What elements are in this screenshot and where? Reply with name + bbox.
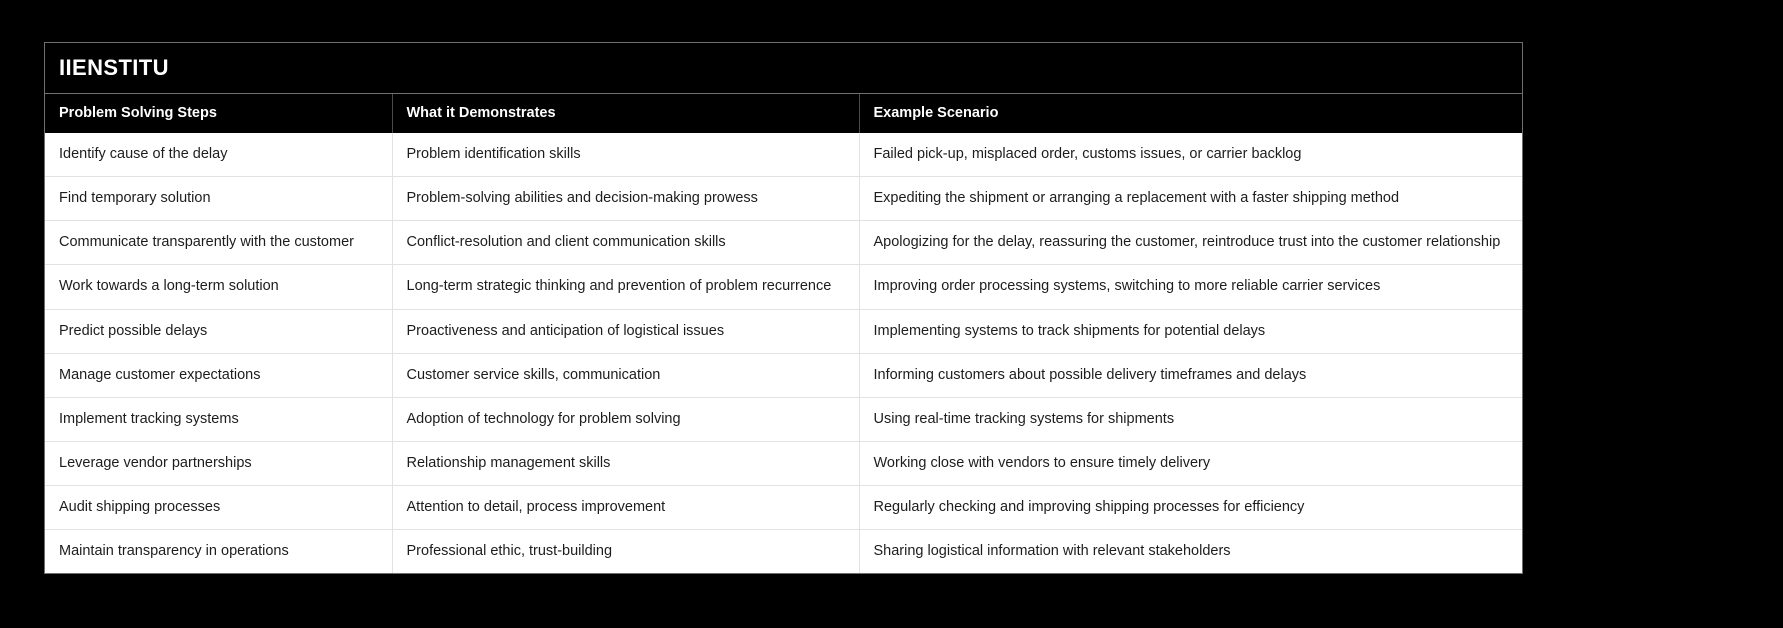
table-row: Work towards a long-term solution Long-t… bbox=[45, 264, 1522, 309]
table-body: Identify cause of the delay Problem iden… bbox=[45, 133, 1522, 574]
cell-step: Predict possible delays bbox=[45, 308, 393, 354]
cell-example: Apologizing for the delay, reassuring th… bbox=[859, 220, 1522, 265]
brand-band: IIENSTITU bbox=[45, 43, 1522, 94]
cell-demonstrates: Customer service skills, communication bbox=[392, 352, 860, 398]
column-header-what-it-demonstrates: What it Demonstrates bbox=[392, 94, 860, 133]
cell-step: Audit shipping processes bbox=[45, 484, 393, 530]
column-header-problem-solving-steps: Problem Solving Steps bbox=[45, 94, 393, 133]
cell-example: Sharing logistical information with rele… bbox=[859, 529, 1522, 574]
problem-solving-table: Problem Solving Steps What it Demonstrat… bbox=[45, 94, 1522, 574]
cell-example: Using real-time tracking systems for shi… bbox=[859, 396, 1522, 442]
table-row: Manage customer expectations Customer se… bbox=[45, 352, 1522, 398]
table-row: Leverage vendor partnerships Relationshi… bbox=[45, 440, 1522, 486]
cell-example: Expediting the shipment or arranging a r… bbox=[859, 176, 1522, 221]
cell-step: Find temporary solution bbox=[45, 176, 393, 221]
cell-example: Improving order processing systems, swit… bbox=[859, 264, 1522, 309]
cell-step: Leverage vendor partnerships bbox=[45, 440, 393, 486]
table-row: Find temporary solution Problem-solving … bbox=[45, 176, 1522, 221]
table-row: Predict possible delays Proactiveness an… bbox=[45, 308, 1522, 354]
table-row: Implement tracking systems Adoption of t… bbox=[45, 396, 1522, 442]
cell-step: Maintain transparency in operations bbox=[45, 529, 393, 574]
cell-demonstrates: Conflict-resolution and client communica… bbox=[392, 220, 860, 265]
table-header-row: Problem Solving Steps What it Demonstrat… bbox=[45, 94, 1522, 133]
table-card: IIENSTITU Problem Solving Steps What it … bbox=[44, 42, 1523, 575]
cell-example: Working close with vendors to ensure tim… bbox=[859, 440, 1522, 486]
cell-example: Regularly checking and improving shippin… bbox=[859, 484, 1522, 530]
cell-demonstrates: Problem identification skills bbox=[392, 133, 860, 177]
table-row: Identify cause of the delay Problem iden… bbox=[45, 133, 1522, 177]
cell-example: Failed pick-up, misplaced order, customs… bbox=[859, 133, 1522, 177]
cell-demonstrates: Proactiveness and anticipation of logist… bbox=[392, 308, 860, 354]
table-row: Communicate transparently with the custo… bbox=[45, 220, 1522, 265]
cell-demonstrates: Relationship management skills bbox=[392, 440, 860, 486]
cell-demonstrates: Professional ethic, trust-building bbox=[392, 529, 860, 574]
cell-example: Informing customers about possible deliv… bbox=[859, 352, 1522, 398]
column-header-example-scenario: Example Scenario bbox=[873, 105, 999, 121]
table-row: Audit shipping processes Attention to de… bbox=[45, 484, 1522, 530]
cell-demonstrates: Adoption of technology for problem solvi… bbox=[392, 396, 860, 442]
cell-step: Identify cause of the delay bbox=[45, 133, 393, 177]
cell-example: Implementing systems to track shipments … bbox=[859, 308, 1522, 354]
cell-step: Work towards a long-term solution bbox=[45, 264, 393, 309]
cell-demonstrates: Long-term strategic thinking and prevent… bbox=[392, 264, 860, 309]
cell-step: Implement tracking systems bbox=[45, 396, 393, 442]
table-header: Problem Solving Steps What it Demonstrat… bbox=[45, 94, 1522, 133]
cell-step: Manage customer expectations bbox=[45, 352, 393, 398]
brand-logo: IIENSTITU bbox=[59, 55, 169, 80]
cell-demonstrates: Problem-solving abilities and decision-m… bbox=[392, 176, 860, 221]
cell-step: Communicate transparently with the custo… bbox=[45, 220, 393, 265]
cell-demonstrates: Attention to detail, process improvement bbox=[392, 484, 860, 530]
table-row: Maintain transparency in operations Prof… bbox=[45, 529, 1522, 574]
